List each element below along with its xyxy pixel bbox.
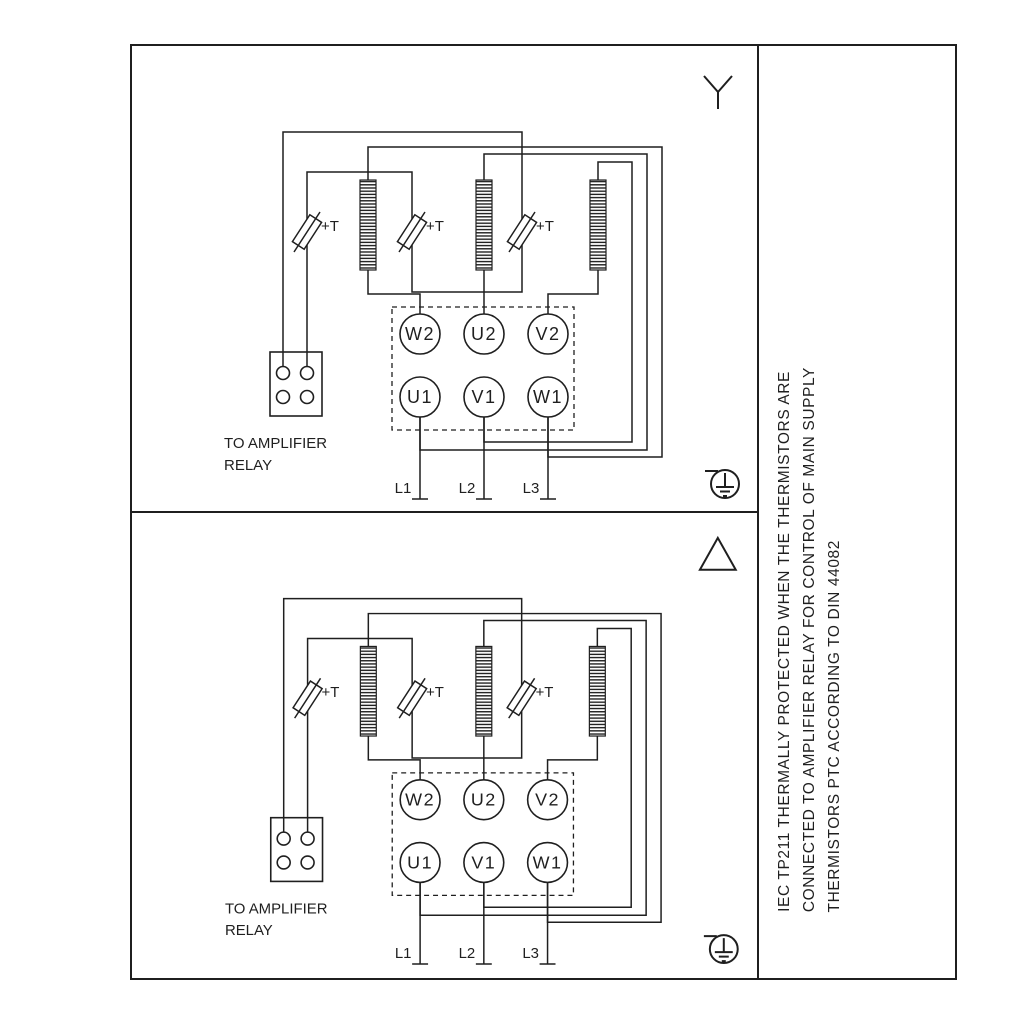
thermistor-icon	[292, 677, 324, 719]
motor-winding	[359, 645, 377, 737]
amplifier-relay-connector	[269, 351, 323, 417]
relay-caption-line2: RELAY	[224, 457, 272, 474]
svg-text:V1: V1	[471, 387, 496, 407]
thermistor-icon	[291, 211, 323, 253]
thermistor-icon	[506, 211, 538, 253]
thermistor-label: +T	[426, 684, 444, 701]
terminal-v1: V1	[463, 841, 505, 884]
svg-text:V2: V2	[535, 790, 560, 810]
terminal-w1: W1	[526, 841, 569, 884]
supply-line-label-l2: L2	[459, 945, 476, 962]
winding1-bottom-wire	[367, 270, 421, 314]
earth-ground-icon	[705, 469, 740, 499]
motor-winding	[475, 179, 493, 271]
terminal-w1: W1	[527, 376, 569, 418]
svg-text:U2: U2	[471, 324, 497, 344]
thermistor-label: +T	[322, 684, 340, 701]
svg-text:W1: W1	[533, 387, 563, 407]
thermistor-label: +T	[536, 218, 554, 235]
side-note-line-2: CONNECTED TO AMPLIFIER RELAY FOR CONTROL…	[801, 366, 818, 912]
thermistor-icon	[506, 677, 538, 719]
svg-text:U2: U2	[471, 790, 497, 810]
svg-text:U1: U1	[407, 852, 433, 872]
supply-line-l3-wire	[540, 417, 556, 500]
thermistor-chain-wire	[282, 131, 523, 367]
thermistor-label: +T	[426, 218, 444, 235]
thermistor-icon	[396, 677, 428, 719]
terminal-u2: U2	[463, 779, 505, 821]
side-note-strip: IEC TP211 THERMALLY PROTECTED WHEN THE T…	[757, 46, 955, 978]
terminal-v2: V2	[527, 313, 569, 355]
thermistor-icon	[396, 211, 428, 253]
svg-text:V1: V1	[471, 852, 496, 872]
delta-connection-icon	[698, 535, 738, 571]
terminal-block-outline	[391, 306, 575, 431]
motor-winding	[588, 645, 606, 737]
supply-line-label-l1: L1	[395, 945, 412, 962]
svg-text:U1: U1	[407, 387, 433, 407]
diagram-column: +T +T +T W2 U2 V2	[132, 46, 757, 978]
motor-winding	[359, 179, 377, 271]
relay-caption-line2: RELAY	[225, 922, 273, 939]
svg-text:W2: W2	[405, 790, 435, 810]
supply-line-label-l2: L2	[459, 480, 476, 497]
supply-line-label-l3: L3	[522, 945, 539, 962]
earth-ground-icon	[703, 934, 739, 965]
svg-text:V2: V2	[535, 324, 560, 344]
wiring-diagram-delta: +T +T +T W2 U2 V2	[132, 511, 757, 965]
svg-text:W2: W2	[405, 324, 435, 344]
side-note-line-1: IEC TP211 THERMALLY PROTECTED WHEN THE T…	[776, 371, 793, 912]
terminal-w2: W2	[399, 313, 441, 355]
svg-text:W1: W1	[533, 852, 563, 872]
side-note-line-3: THERMISTORS PTC ACCORDING TO DIN 44082	[826, 539, 843, 913]
winding1-bottom-wire	[367, 736, 421, 780]
relay-caption-line1: TO AMPLIFIER	[225, 900, 328, 917]
terminal-u2: U2	[463, 313, 505, 355]
diagram-frame: +T +T +T W2 U2 V2	[130, 44, 957, 980]
supply-line-l2-wire	[475, 882, 492, 965]
supply-line-label-l1: L1	[395, 480, 412, 497]
terminal-v2: V2	[526, 779, 569, 821]
terminal-block-outline	[391, 772, 575, 896]
amplifier-relay-connector	[269, 816, 324, 883]
supply-line-l2-wire	[476, 417, 492, 500]
supply-line-l1-wire	[412, 882, 429, 965]
relay-caption-line1: TO AMPLIFIER	[224, 435, 327, 452]
motor-winding	[589, 179, 607, 271]
supply-line-l3-wire	[539, 882, 556, 965]
winding3-bottom-wire	[547, 270, 599, 314]
supply-line-label-l3: L3	[523, 480, 540, 497]
motor-winding	[475, 645, 493, 737]
thermistor-label: +T	[321, 218, 339, 235]
terminal-v1: V1	[463, 376, 505, 418]
terminal-w2: W2	[399, 779, 441, 821]
star-connection-icon	[703, 75, 733, 109]
wiring-diagram-star: +T +T +T W2 U2 V2	[224, 75, 740, 500]
winding3-bottom-wire	[546, 736, 599, 780]
thermistor-label: +T	[536, 684, 554, 701]
supply-line-l1-wire	[412, 417, 428, 500]
terminal-u1: U1	[399, 376, 441, 418]
thermistor-chain-wire	[282, 597, 523, 833]
terminal-u1: U1	[399, 841, 441, 884]
